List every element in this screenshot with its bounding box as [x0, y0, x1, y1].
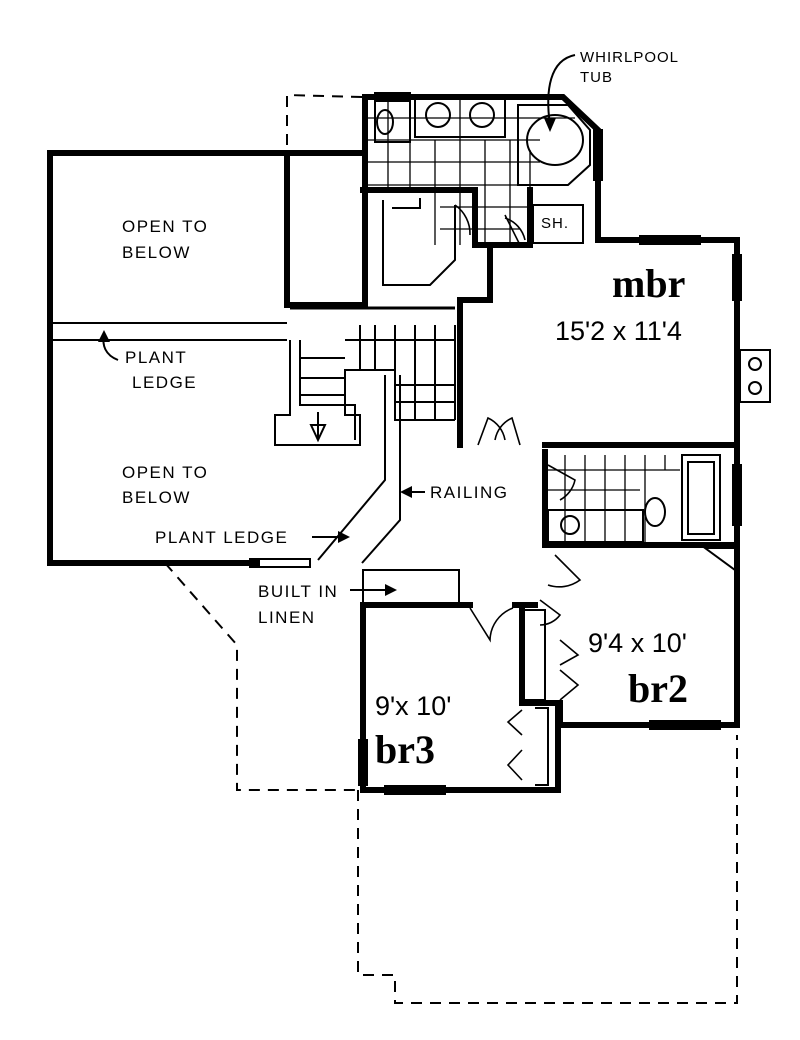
closet — [382, 198, 471, 286]
fixtures — [374, 96, 771, 572]
plant-ledge-upper-line2: LEDGE — [132, 373, 197, 392]
open-to-below-top-line1: OPEN TO — [122, 217, 208, 236]
walls — [47, 94, 740, 793]
whirlpool-label-line2: TUB — [580, 69, 613, 86]
open-to-below-bottom-line2: BELOW — [122, 488, 191, 507]
open-to-below-top-line2: BELOW — [122, 243, 191, 262]
linen-cabinet — [362, 569, 460, 604]
built-in-linen-line1: BUILT IN — [258, 582, 338, 601]
room-size-br2: 9'4 x 10' — [588, 628, 687, 658]
doors — [469, 214, 582, 786]
room-name-br3: br3 — [375, 727, 435, 772]
railing — [317, 375, 401, 564]
whirlpool-label-line1: WHIRLPOOL — [580, 49, 679, 66]
room-size-mbr: 15'2 x 11'4 — [555, 316, 682, 346]
plant-ledge-upper-shape — [53, 322, 287, 341]
built-in-linen-line2: LINEN — [258, 608, 316, 627]
staircase — [274, 325, 456, 446]
room-name-br2: br2 — [628, 666, 688, 711]
railing-label: RAILING — [430, 483, 509, 502]
windows — [249, 92, 742, 795]
leader-lines — [98, 54, 576, 596]
open-to-below-bottom-line1: OPEN TO — [122, 463, 208, 482]
room-size-br3: 9'x 10' — [375, 691, 451, 721]
plant-ledge-lower-label: PLANT LEDGE — [155, 528, 288, 547]
lower-floor-outline — [164, 93, 738, 1004]
plant-ledge-upper-line1: PLANT — [125, 348, 187, 367]
room-name-mbr: mbr — [612, 261, 685, 306]
shower-label: SH. — [541, 215, 569, 232]
